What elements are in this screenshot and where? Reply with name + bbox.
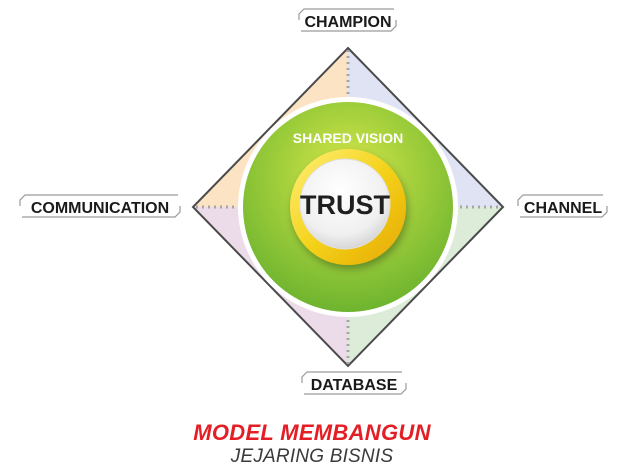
- diamond-outline: [191, 46, 505, 368]
- label-champion: CHAMPION: [304, 14, 391, 31]
- trust-white-core: [299, 158, 391, 250]
- title-line-1: MODEL MEMBANGUN: [193, 420, 431, 445]
- shared-vision-label: SHARED VISION: [293, 130, 403, 146]
- label-communication: COMMUNICATION: [31, 200, 169, 217]
- label-brackets: [19, 8, 608, 395]
- title-line-2: JEJARING BISNIS: [230, 446, 394, 467]
- label-channel: CHANNEL: [524, 200, 602, 217]
- label-database: DATABASE: [311, 377, 398, 394]
- trust-label: TRUST: [300, 190, 390, 220]
